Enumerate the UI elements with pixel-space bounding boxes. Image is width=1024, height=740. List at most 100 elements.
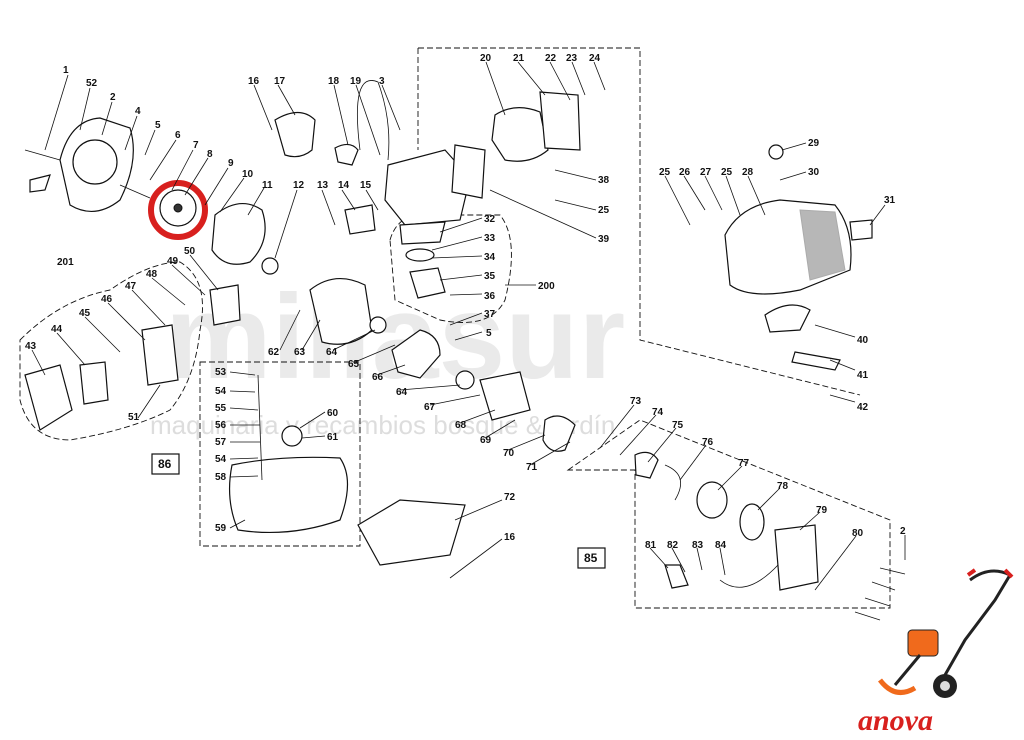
clutch-70 xyxy=(542,415,576,452)
label-39: 39 xyxy=(598,234,610,245)
label-49: 49 xyxy=(167,256,179,267)
brand-logo: anova xyxy=(858,704,933,737)
label-8: 8 xyxy=(207,149,213,160)
group-outline-86 xyxy=(199,361,361,547)
label-200: 200 xyxy=(538,281,555,292)
label-40: 40 xyxy=(857,335,869,346)
label-64-right: 64 xyxy=(396,387,408,398)
air-filter-base xyxy=(141,324,179,386)
label-24: 24 xyxy=(589,53,601,64)
starter-rope xyxy=(719,564,779,588)
flywheel xyxy=(211,203,266,265)
label-70: 70 xyxy=(503,448,515,459)
air-filter-element xyxy=(79,361,109,405)
label-63: 63 xyxy=(294,347,306,358)
spring-76 xyxy=(664,464,682,501)
label-80: 80 xyxy=(852,528,864,539)
label-12: 12 xyxy=(293,180,305,191)
label-27: 27 xyxy=(700,167,712,178)
label-15: 15 xyxy=(360,180,372,191)
label-51: 51 xyxy=(128,412,140,423)
screw-1 xyxy=(24,149,61,161)
label-25-far: 25 xyxy=(721,167,733,178)
group-outline-200 xyxy=(418,47,861,396)
label-44: 44 xyxy=(51,324,63,335)
label-48: 48 xyxy=(146,269,158,280)
label-58: 58 xyxy=(215,472,227,483)
label-42: 42 xyxy=(857,402,869,413)
label-14: 14 xyxy=(338,180,350,191)
label-77: 77 xyxy=(738,458,750,469)
group-box-86 xyxy=(151,453,180,475)
label-31: 31 xyxy=(884,195,896,206)
bolt-6 xyxy=(119,184,151,199)
plug-wire xyxy=(357,80,390,161)
part-number-labels: 1 52 2 4 5 6 7 8 9 10 11 12 13 14 15 16 … xyxy=(25,53,906,591)
piston xyxy=(409,267,446,299)
starter-case-79 xyxy=(774,524,819,591)
label-68: 68 xyxy=(455,420,467,431)
filter-31 xyxy=(849,219,873,241)
label-2-top: 2 xyxy=(110,92,116,103)
label-21: 21 xyxy=(513,53,525,64)
reel-77 xyxy=(696,481,728,519)
label-84: 84 xyxy=(715,540,727,551)
label-73: 73 xyxy=(630,396,642,407)
handle-81 xyxy=(664,564,689,589)
spark-plug-cap xyxy=(334,143,359,166)
label-6: 6 xyxy=(175,130,181,141)
label-45: 45 xyxy=(79,308,91,319)
label-60: 60 xyxy=(327,408,339,419)
knob-29 xyxy=(768,144,784,160)
ignition-coil xyxy=(274,111,316,158)
bearing-64b xyxy=(455,370,475,390)
label-19: 19 xyxy=(350,76,362,87)
group-outline-85 xyxy=(566,419,891,609)
label-57: 57 xyxy=(215,437,227,448)
label-43: 43 xyxy=(25,341,37,352)
label-17: 17 xyxy=(274,76,286,87)
label-11: 11 xyxy=(262,180,273,191)
label-36: 36 xyxy=(484,291,496,302)
engine-cover-vents xyxy=(799,209,846,281)
label-41: 41 xyxy=(857,370,869,381)
label-81: 81 xyxy=(645,540,657,551)
label-4: 4 xyxy=(135,106,141,117)
label-23: 23 xyxy=(566,53,578,64)
label-29: 29 xyxy=(808,138,820,149)
label-62: 62 xyxy=(268,347,280,358)
label-76: 76 xyxy=(702,437,714,448)
label-55: 55 xyxy=(215,403,227,414)
housing-bracket xyxy=(29,174,51,193)
label-78: 78 xyxy=(777,481,789,492)
highlight-ring xyxy=(148,180,208,240)
label-3: 3 xyxy=(379,76,385,87)
label-22: 22 xyxy=(545,53,557,64)
label-25-right: 25 xyxy=(659,167,671,178)
label-5-mid: 5 xyxy=(486,328,492,339)
fuel-line xyxy=(257,374,263,481)
label-71: 71 xyxy=(526,462,538,473)
muffler xyxy=(491,107,549,162)
screws-right xyxy=(854,567,906,621)
group-label-86: 86 xyxy=(158,457,172,471)
label-25-mid: 25 xyxy=(598,205,610,216)
fuel-tank xyxy=(228,456,349,534)
muffler-gasket xyxy=(451,144,486,199)
label-35: 35 xyxy=(484,271,496,282)
label-16-top: 16 xyxy=(248,76,260,87)
label-67: 67 xyxy=(424,402,436,413)
seal-78 xyxy=(739,503,765,541)
label-82: 82 xyxy=(667,540,679,551)
product-illustration xyxy=(878,568,1014,698)
label-75: 75 xyxy=(672,420,684,431)
bracket-40 xyxy=(764,304,811,333)
watermark-tagline: maquinaria y recambios bosque & jardín xyxy=(150,410,615,440)
label-30: 30 xyxy=(808,167,820,178)
label-37: 37 xyxy=(484,309,496,320)
label-18: 18 xyxy=(328,76,340,87)
crankcase-right xyxy=(479,371,531,421)
label-201: 201 xyxy=(57,257,74,268)
group-box-85 xyxy=(577,547,606,569)
